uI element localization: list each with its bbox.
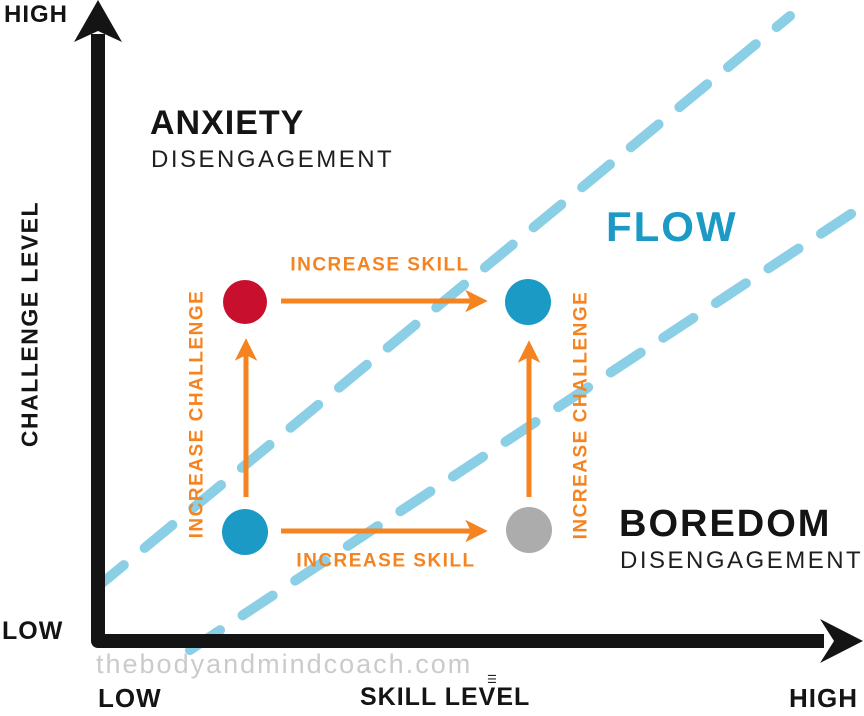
- axes-lines: [91, 34, 824, 648]
- x-axis-high-label: HIGH: [789, 683, 858, 713]
- dot-boredom-state: [506, 507, 552, 553]
- increase-skill-label-top: INCREASE SKILL: [290, 254, 470, 276]
- y-axis-arrowhead-icon: [74, 0, 122, 42]
- x-axis-arrowhead-icon: [820, 619, 863, 663]
- x-axis-title: SKILL LEVEL: [360, 683, 531, 711]
- dot-anxiety-state: [223, 280, 267, 324]
- y-axis-low-label: LOW: [2, 617, 64, 645]
- region-boredom-subtitle: DISENGAGEMENT: [620, 547, 864, 574]
- region-anxiety-title: ANXIETY: [150, 104, 305, 142]
- increase-skill-label-bottom: INCREASE SKILL: [296, 550, 476, 572]
- region-boredom-title: BOREDOM: [619, 503, 832, 545]
- lines-artifact-icon: ☰: [487, 674, 497, 686]
- dot-start-state: [222, 509, 268, 555]
- x-axis-low-label: LOW: [98, 683, 162, 713]
- watermark: thebodyandmindcoach.com: [96, 649, 473, 679]
- region-anxiety-subtitle: DISENGAGEMENT: [151, 146, 395, 173]
- increase-challenge-label-left: INCREASE CHALLENGE: [186, 289, 208, 539]
- y-axis-high-label: HIGH: [4, 1, 68, 28]
- dot-flow-state: [505, 279, 551, 325]
- region-flow-title: FLOW: [606, 203, 738, 250]
- y-axis-title: CHALLENGE LEVEL: [16, 200, 43, 448]
- increase-challenge-label-right: INCREASE CHALLENGE: [570, 290, 592, 540]
